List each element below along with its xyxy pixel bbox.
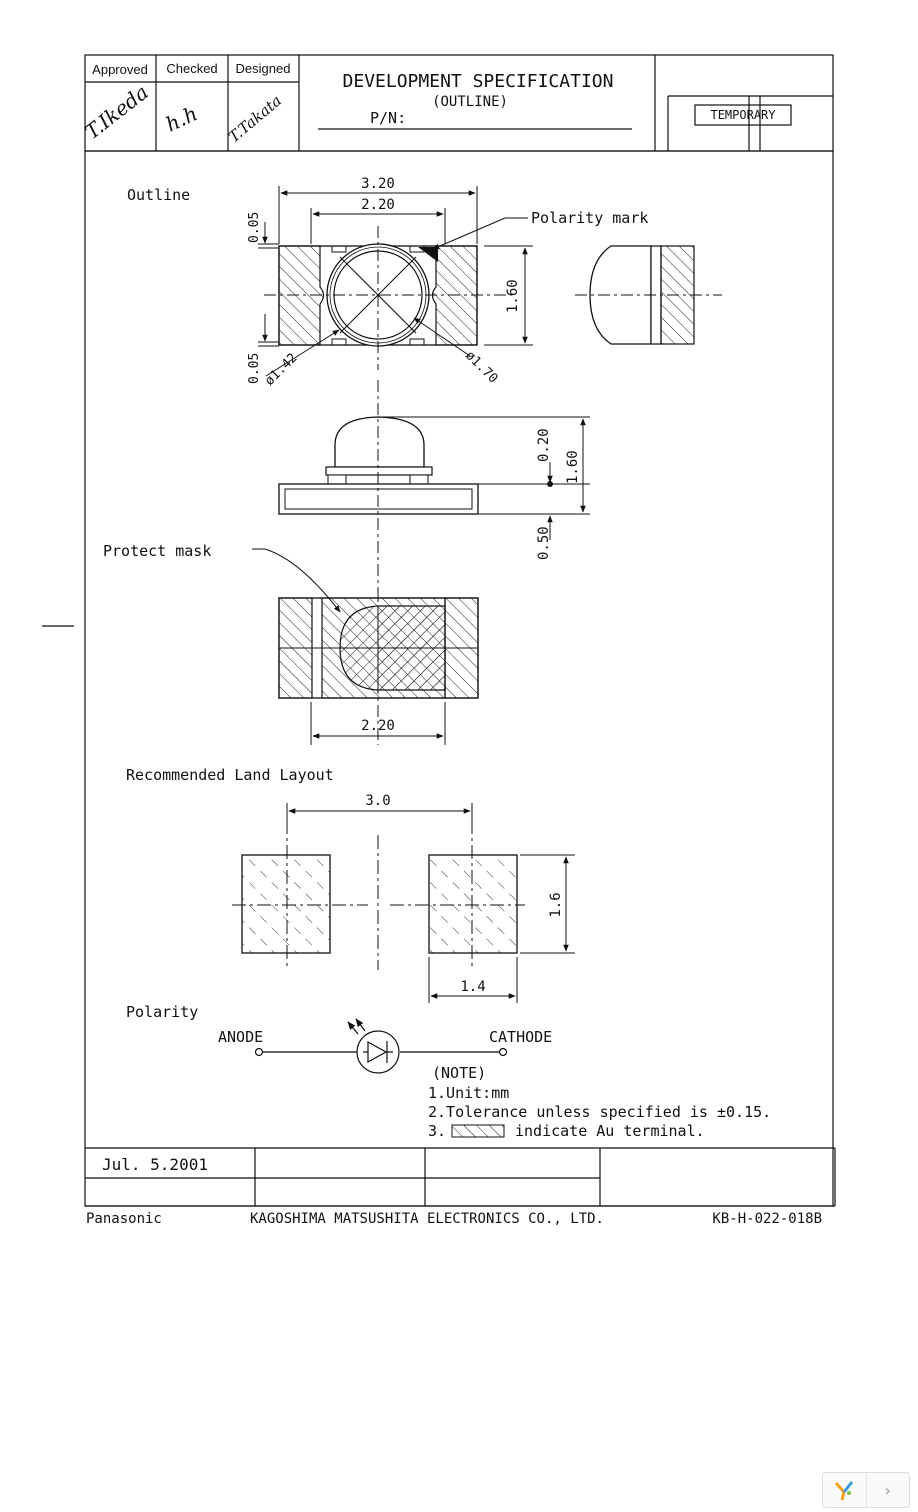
dim-inner-width: 2.20 xyxy=(361,197,395,213)
led-symbol xyxy=(254,1018,508,1074)
note-1: 1.Unit:mm xyxy=(428,1084,509,1102)
revision-date: Jul. 5.2001 xyxy=(102,1155,208,1174)
approved-signature: T.Ikeda xyxy=(80,80,153,144)
page-nav-widget: › xyxy=(822,1472,910,1508)
land-pad-right xyxy=(428,854,518,954)
land-layout xyxy=(232,803,575,1003)
au-terminal-swatch xyxy=(451,1124,505,1138)
status-stamp: TEMPORARY xyxy=(710,108,776,122)
designed-label: Designed xyxy=(236,61,291,76)
pn-label: P/N: xyxy=(370,109,406,127)
dim-diameter-large: ø1.70 xyxy=(462,348,500,386)
dim-bottom-gap: 0.05 xyxy=(247,353,262,384)
protect-mask-label: Protect mask xyxy=(103,542,211,560)
dim-dome-offset: 0.20 xyxy=(536,428,552,462)
polarity-mark-triangle xyxy=(418,247,438,262)
land-pad-left xyxy=(241,854,331,954)
cathode-label: CATHODE xyxy=(489,1028,552,1046)
dim-pitch: 3.0 xyxy=(365,793,390,809)
dim-top-gap: 0.05 xyxy=(247,212,262,243)
outline-side-profile xyxy=(575,245,722,345)
brand-name: Panasonic xyxy=(86,1211,162,1227)
note-3-prefix: 3. xyxy=(428,1122,446,1140)
dim-bottom-width: 2.20 xyxy=(361,718,395,734)
next-page-icon[interactable]: › xyxy=(865,1473,910,1507)
doc-title: DEVELOPMENT SPECIFICATION xyxy=(343,71,614,92)
polarity-mark-label: Polarity mark xyxy=(531,209,648,227)
anode-label: ANODE xyxy=(218,1028,263,1046)
dim-pad-width: 1.4 xyxy=(460,979,485,995)
outline-dimension-lines xyxy=(258,186,533,377)
note-2: 2.Tolerance unless specified is ±0.15. xyxy=(428,1103,771,1121)
doc-subtitle: (OUTLINE) xyxy=(432,94,508,110)
revision-block xyxy=(85,1147,836,1207)
polarity-section-label: Polarity xyxy=(126,1003,198,1021)
note-3-suffix: indicate Au terminal. xyxy=(515,1122,705,1140)
dim-land-height: 1.6 xyxy=(548,892,564,917)
doc-number: KB-H-022-018B xyxy=(712,1211,822,1227)
checked-signature: h.h xyxy=(162,101,201,136)
designed-signature: T.Takata xyxy=(225,92,285,147)
dim-base-height: 0.50 xyxy=(536,526,552,560)
side-view xyxy=(278,380,590,590)
checked-label: Checked xyxy=(166,61,217,76)
logo-icon[interactable] xyxy=(823,1473,866,1507)
approved-label: Approved xyxy=(92,62,148,77)
company-name: KAGOSHIMA MATSUSHITA ELECTRONICS CO., LT… xyxy=(250,1211,604,1227)
dim-height: 1.60 xyxy=(505,279,521,313)
bottom-view xyxy=(252,548,479,745)
dim-total-width: 3.20 xyxy=(361,176,395,192)
dim-diameter-small: ø1.42 xyxy=(262,351,300,389)
outline-top-view xyxy=(264,226,512,370)
notes-heading: (NOTE) xyxy=(432,1064,486,1082)
outline-section-label: Outline xyxy=(127,186,190,204)
land-layout-section-label: Recommended Land Layout xyxy=(126,766,334,784)
dim-side-height: 1.60 xyxy=(565,450,581,484)
